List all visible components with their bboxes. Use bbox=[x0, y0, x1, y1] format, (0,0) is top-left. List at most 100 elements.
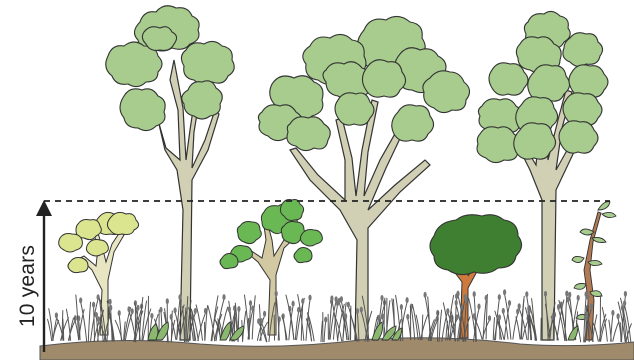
grass-seedhead bbox=[109, 305, 112, 311]
grass-seedhead bbox=[249, 300, 252, 306]
tall-tree-left bbox=[106, 6, 235, 340]
grass-blade bbox=[252, 296, 255, 339]
grass-blade bbox=[324, 322, 326, 342]
grass-seedhead bbox=[565, 291, 568, 297]
tall-tree-center-canopy bbox=[258, 16, 469, 150]
grass-blade bbox=[513, 314, 518, 340]
grass-blade bbox=[499, 319, 500, 339]
grass-seedhead bbox=[424, 292, 427, 298]
grass-seedhead bbox=[166, 298, 169, 304]
grass-seedhead bbox=[473, 313, 476, 319]
grass-seedhead bbox=[617, 313, 620, 319]
grass-seedhead bbox=[263, 311, 266, 317]
grass-seedhead bbox=[222, 294, 225, 300]
grass-seedhead bbox=[590, 303, 593, 309]
grass-seedhead bbox=[79, 297, 82, 303]
grass-blade bbox=[66, 309, 70, 340]
grass-seedhead bbox=[498, 294, 501, 300]
grass-seedhead bbox=[228, 306, 231, 312]
grass-seedhead bbox=[518, 303, 521, 309]
grass-seedhead bbox=[503, 289, 506, 295]
grass-seedhead bbox=[308, 295, 311, 301]
tall-tree-center bbox=[258, 16, 469, 340]
tall-tree-left-canopy bbox=[106, 6, 235, 131]
grass-seedhead bbox=[301, 298, 304, 304]
grass-seedhead bbox=[330, 295, 333, 301]
grass-blade bbox=[613, 322, 619, 342]
grass-seedhead bbox=[525, 291, 528, 297]
grass-seedhead bbox=[347, 302, 350, 308]
grass-blade bbox=[437, 312, 438, 342]
grass-blade bbox=[421, 314, 428, 340]
grass-seedhead bbox=[544, 291, 547, 297]
grass-seedhead bbox=[118, 310, 121, 316]
grass-seedhead bbox=[455, 300, 458, 306]
grass-seedhead bbox=[109, 299, 112, 305]
grass-seedhead bbox=[257, 318, 260, 324]
grass-seedhead bbox=[586, 294, 589, 300]
grass-seedhead bbox=[456, 291, 459, 297]
grass-seedhead bbox=[356, 308, 359, 314]
grass-seedhead bbox=[516, 309, 519, 315]
grass-seedhead bbox=[485, 295, 488, 301]
grass-seedhead bbox=[292, 301, 295, 307]
grass-blade bbox=[129, 311, 136, 341]
grass-seedhead bbox=[150, 313, 153, 319]
grass-blade bbox=[439, 310, 441, 341]
grass-seedhead bbox=[611, 310, 614, 316]
grass-seedhead bbox=[170, 314, 173, 320]
grass-seedhead bbox=[400, 304, 403, 310]
grass-seedhead bbox=[127, 306, 130, 312]
axis-label: 10 years bbox=[16, 245, 40, 327]
grass-seedhead bbox=[97, 316, 100, 322]
grass-seedhead bbox=[251, 305, 254, 311]
grass-blade bbox=[497, 318, 504, 339]
grass-seedhead bbox=[508, 300, 511, 306]
grass-blade bbox=[516, 317, 520, 339]
grass-seedhead bbox=[465, 297, 468, 303]
sapling bbox=[572, 202, 616, 340]
grass-seedhead bbox=[324, 317, 327, 323]
grass-seedhead bbox=[55, 312, 58, 318]
axis-label-container: 10 years bbox=[4, 236, 52, 336]
grass-seedhead bbox=[473, 291, 476, 297]
grass-seedhead bbox=[406, 297, 409, 303]
grass-seedhead bbox=[585, 315, 588, 321]
grass-seedhead bbox=[338, 298, 341, 304]
grass-blade bbox=[422, 315, 423, 340]
grass-seedhead bbox=[174, 307, 177, 313]
grass-blade bbox=[528, 310, 529, 339]
grass-seedhead bbox=[528, 308, 531, 314]
grass-seedhead bbox=[566, 297, 569, 303]
grass-seedhead bbox=[623, 300, 626, 306]
grass-seedhead bbox=[360, 307, 363, 313]
grass-blade bbox=[94, 307, 95, 341]
grass-seedhead bbox=[488, 315, 491, 321]
grass-seedhead bbox=[498, 314, 501, 320]
grass-seedhead bbox=[194, 308, 197, 314]
grass-seedhead bbox=[502, 308, 505, 314]
grass-blade bbox=[88, 302, 90, 341]
grass-seedhead bbox=[621, 305, 624, 311]
grass-seedhead bbox=[477, 304, 480, 310]
grass-seedhead bbox=[380, 295, 383, 301]
grass-seedhead bbox=[159, 307, 162, 313]
grass-seedhead bbox=[178, 294, 181, 300]
grass-seedhead bbox=[237, 306, 240, 312]
grass-seedhead bbox=[406, 314, 409, 320]
ground bbox=[40, 338, 634, 360]
grass-seedhead bbox=[92, 302, 95, 308]
grass-seedhead bbox=[260, 318, 263, 324]
grass-blade bbox=[321, 321, 322, 342]
grass-seedhead bbox=[136, 305, 139, 311]
grass-seedhead bbox=[275, 291, 278, 297]
tall-tree-right-canopy bbox=[477, 11, 608, 162]
grass-blade bbox=[493, 318, 494, 340]
grass-seedhead bbox=[131, 308, 134, 314]
grass-seedhead bbox=[446, 308, 449, 314]
grass-seedhead bbox=[624, 291, 627, 297]
grass-seedhead bbox=[381, 313, 384, 319]
grass-seedhead bbox=[344, 313, 347, 319]
grass-seedhead bbox=[577, 295, 580, 301]
